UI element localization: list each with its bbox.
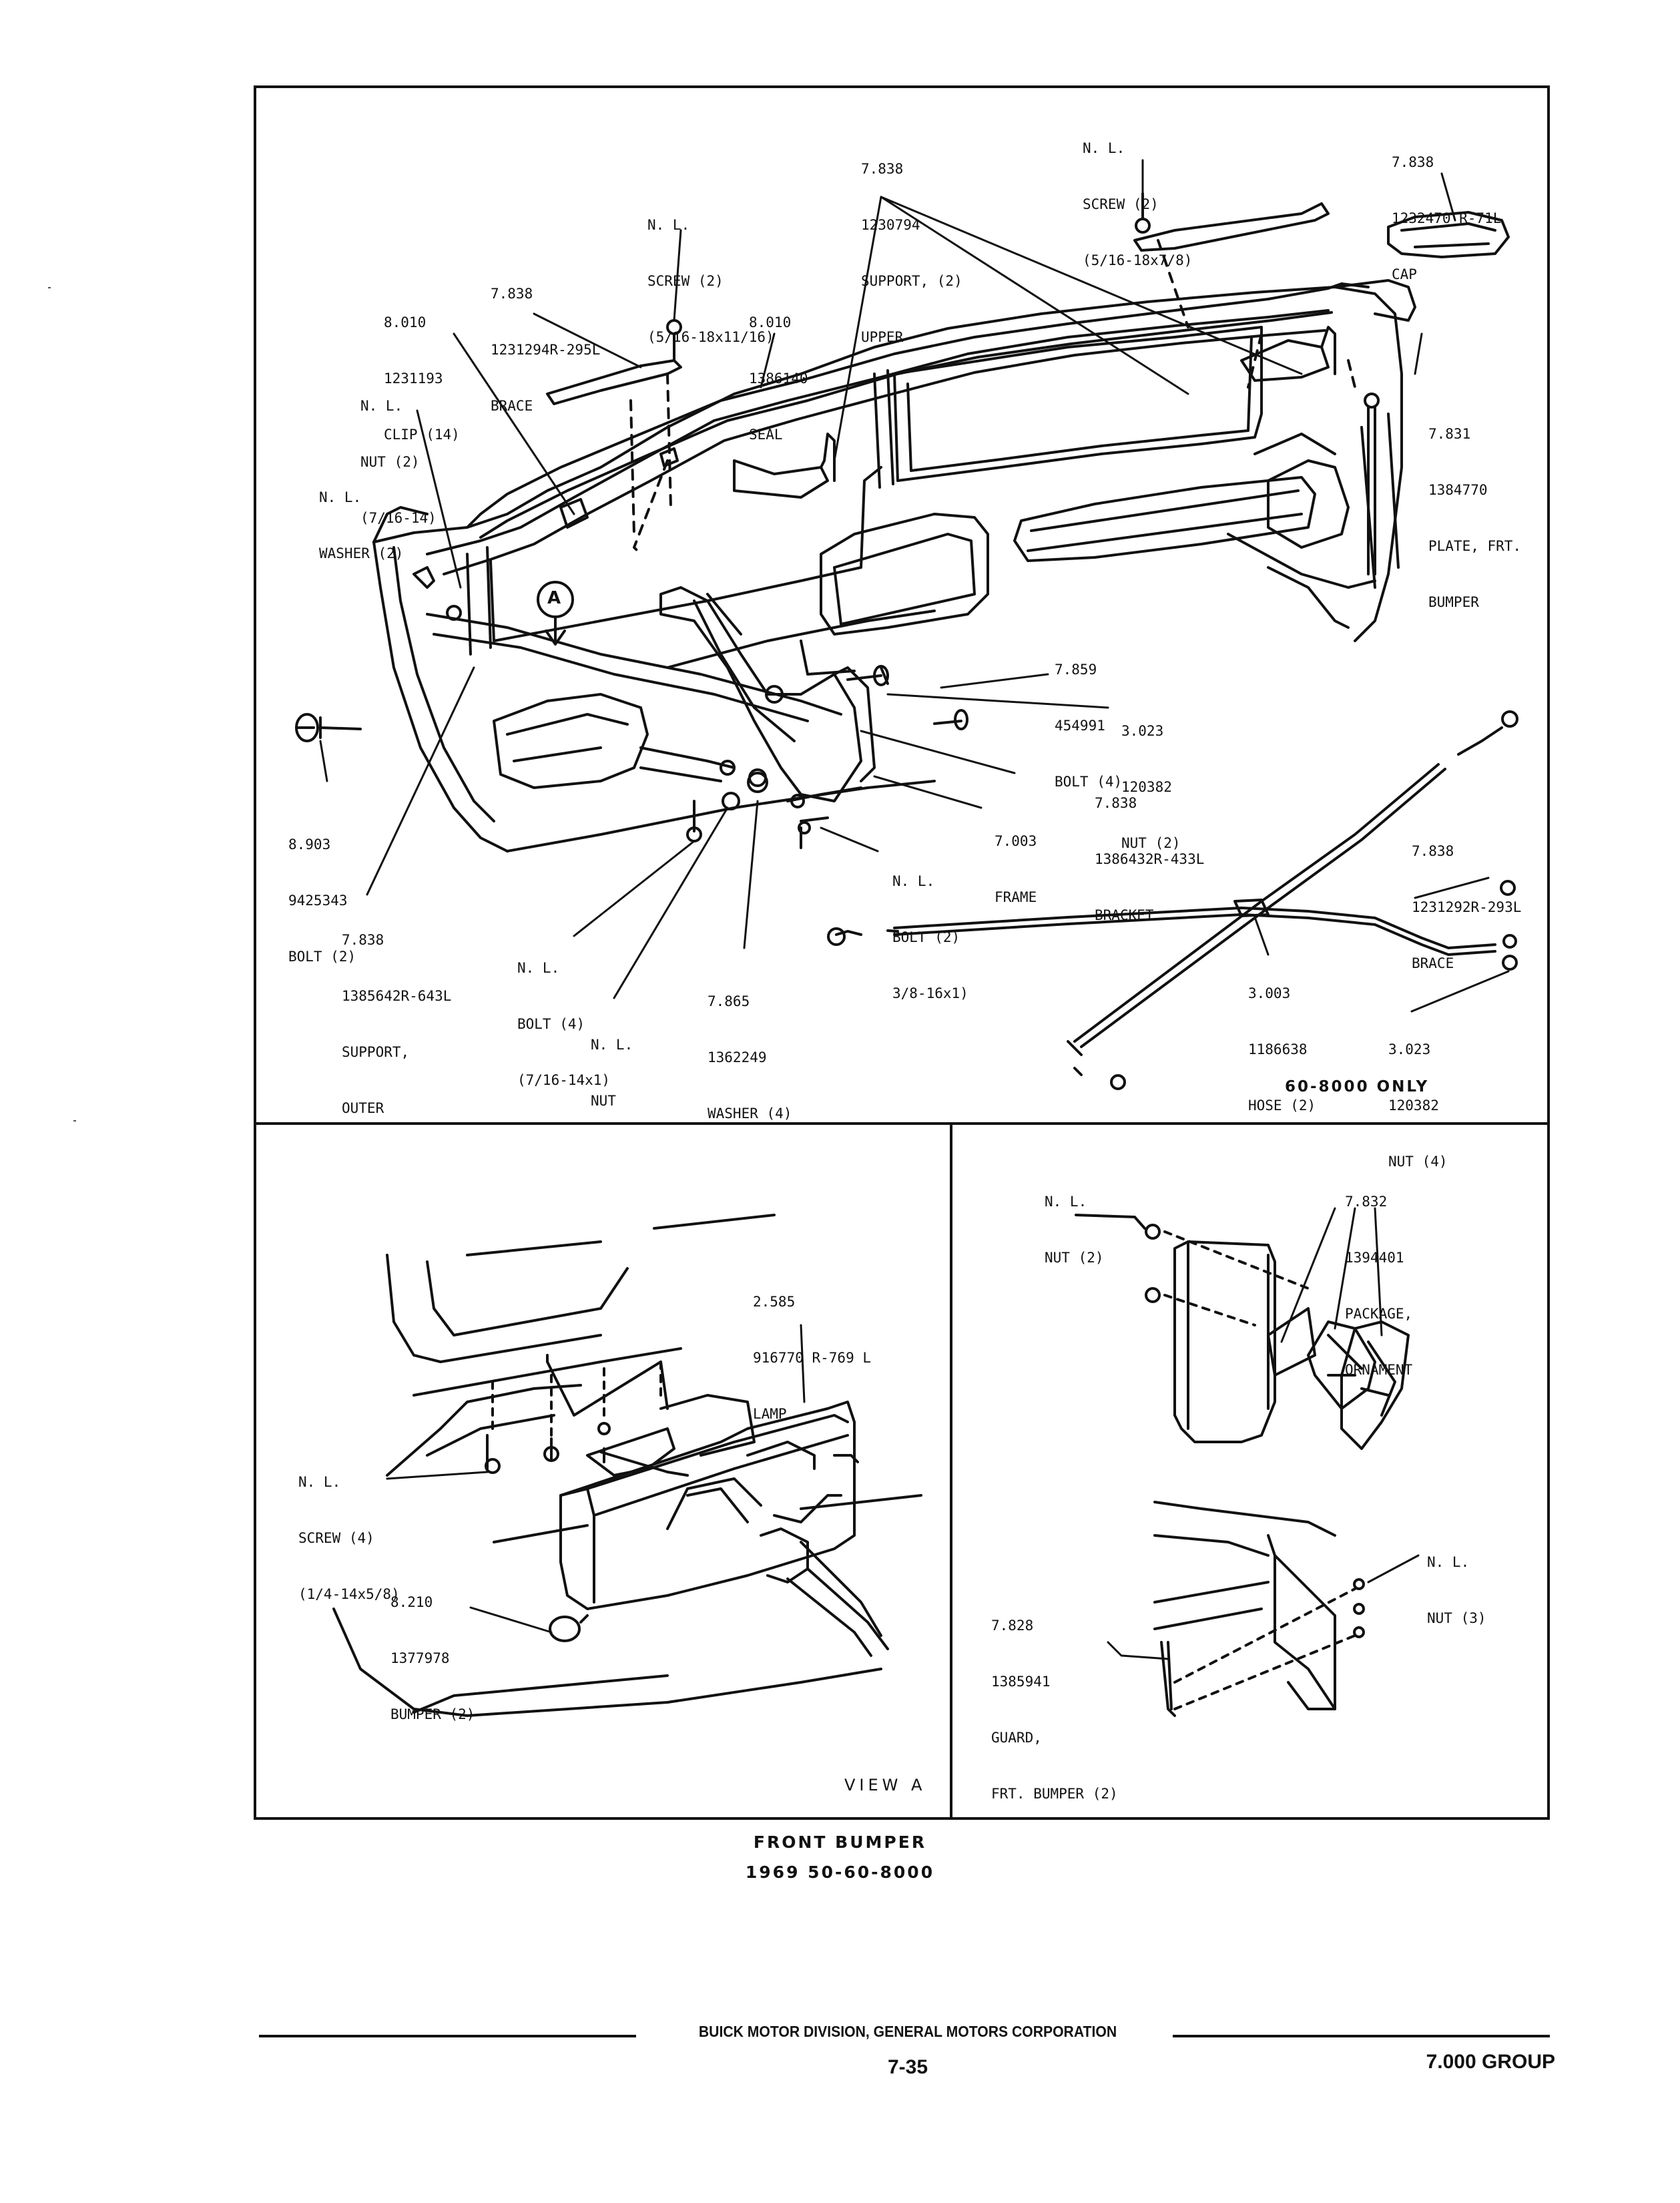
view-a-marker-letter: A: [547, 588, 561, 608]
scan-mark: [48, 287, 51, 288]
callout-lamp: 2.585 916770 R-769 L LAMP: [753, 1294, 872, 1422]
bumper-bar-drawing: [295, 192, 1510, 852]
ornament-guard-panel: [950, 1122, 1550, 1820]
callout-nut-two-ornament: N. L. NUT (2): [1045, 1194, 1104, 1266]
callout-screw-5-16-18x7-8: N. L. SCREW (2) (5/16-18x7/8): [1083, 140, 1193, 268]
callout-brace-left: 7.838 1231294R-295L BRACE: [491, 286, 601, 414]
callout-nut-nl: N. L. NUT: [591, 1037, 633, 1109]
callout-screw-5-16-18x11-16: N. L. SCREW (2) (5/16-18x11/16): [647, 217, 774, 345]
main-leader-lines: [319, 159, 1510, 1013]
callout-rubber-bumper: 8.210 1377978 BUMPER (2): [390, 1594, 475, 1722]
callout-brace-right: 7.838 1231292R-293L BRACE: [1412, 843, 1522, 971]
callout-washer: N. L. WASHER (2): [319, 489, 404, 561]
callout-seal: 8.010 1386140 SEAL: [749, 314, 808, 443]
callout-guard-frt-bumper: 7.828 1385941 GUARD, FRT. BUMPER (2): [991, 1618, 1118, 1802]
callout-hose: 3.003 1186638 HOSE (2): [1248, 985, 1316, 1114]
callout-clip: 8.010 1231193 CLIP (14): [384, 314, 460, 443]
view-a-lamp-drawing: [332, 1214, 922, 1717]
callout-bolt-454991: 7.859 454991 BOLT (4): [1055, 662, 1123, 790]
callout-cap: 7.838 1232470 R-71L CAP: [1392, 154, 1502, 282]
callout-washer-1362249: 7.865 1362249 WASHER (4): [708, 993, 792, 1122]
callout-bolt-7-16-14x1: N. L. BOLT (4) (7/16-14x1): [517, 960, 611, 1088]
callout-nut-three: N. L. NUT (3): [1427, 1554, 1486, 1626]
footer-rule-right: [1173, 2035, 1550, 2037]
ornament-guard-drawing: [1075, 1214, 1410, 1717]
footer-page-number: 7-35: [887, 2056, 928, 2078]
callout-ornament-package: 7.832 1394401 PACKAGE, ORNAMENT: [1345, 1194, 1413, 1378]
figure-title: FRONT BUMPER: [753, 1832, 927, 1852]
ornament-leader-lines: [1107, 1207, 1420, 1660]
callout-bolt-9425343: 8.903 9425343 BOLT (2): [288, 836, 356, 965]
footer-group: 7.000 GROUP: [1426, 2051, 1555, 2073]
callout-plate-frt-bumper: 7.831 1384770 PLATE, FRT. BUMPER: [1428, 426, 1522, 610]
callout-bolt-3-8-16x1: N. L. BOLT (2) 3/8-16x1): [892, 873, 968, 1001]
view-a-title: VIEW A: [844, 1776, 926, 1794]
callout-frame: 7.003 FRAME: [995, 833, 1037, 905]
callout-nut-120382-two: 3.023 120382 NUT (2): [1121, 723, 1181, 851]
footer-rule-left: [259, 2035, 636, 2037]
hose-brace-assembly-drawing: [827, 710, 1518, 1090]
callout-upper-support: 7.838 1230794 SUPPORT, (2) UPPER: [861, 161, 962, 345]
footer-division: BUICK MOTOR DIVISION, GENERAL MOTORS COR…: [698, 2023, 1117, 2040]
callout-screw-1-4-14x5-8: N. L. SCREW (4) (1/4-14x5/8): [298, 1474, 400, 1602]
callout-outer-support: 7.838 1385642R-643L SUPPORT, OUTER: [342, 932, 452, 1116]
callout-nut-7-16-14: N. L. NUT (2) (7/16-14): [360, 398, 437, 526]
scan-mark: [73, 1120, 76, 1122]
callout-bracket: 7.838 1386432R-433L BRACKET: [1095, 795, 1205, 923]
view-a-leader-lines: [386, 1324, 806, 1634]
callout-nut-120382-four: 3.023 120382 NUT (4): [1388, 1041, 1448, 1170]
figure-subtitle: 1969 50-60-8000: [745, 1863, 935, 1882]
model-note: 60-8000 ONLY: [1285, 1078, 1430, 1095]
